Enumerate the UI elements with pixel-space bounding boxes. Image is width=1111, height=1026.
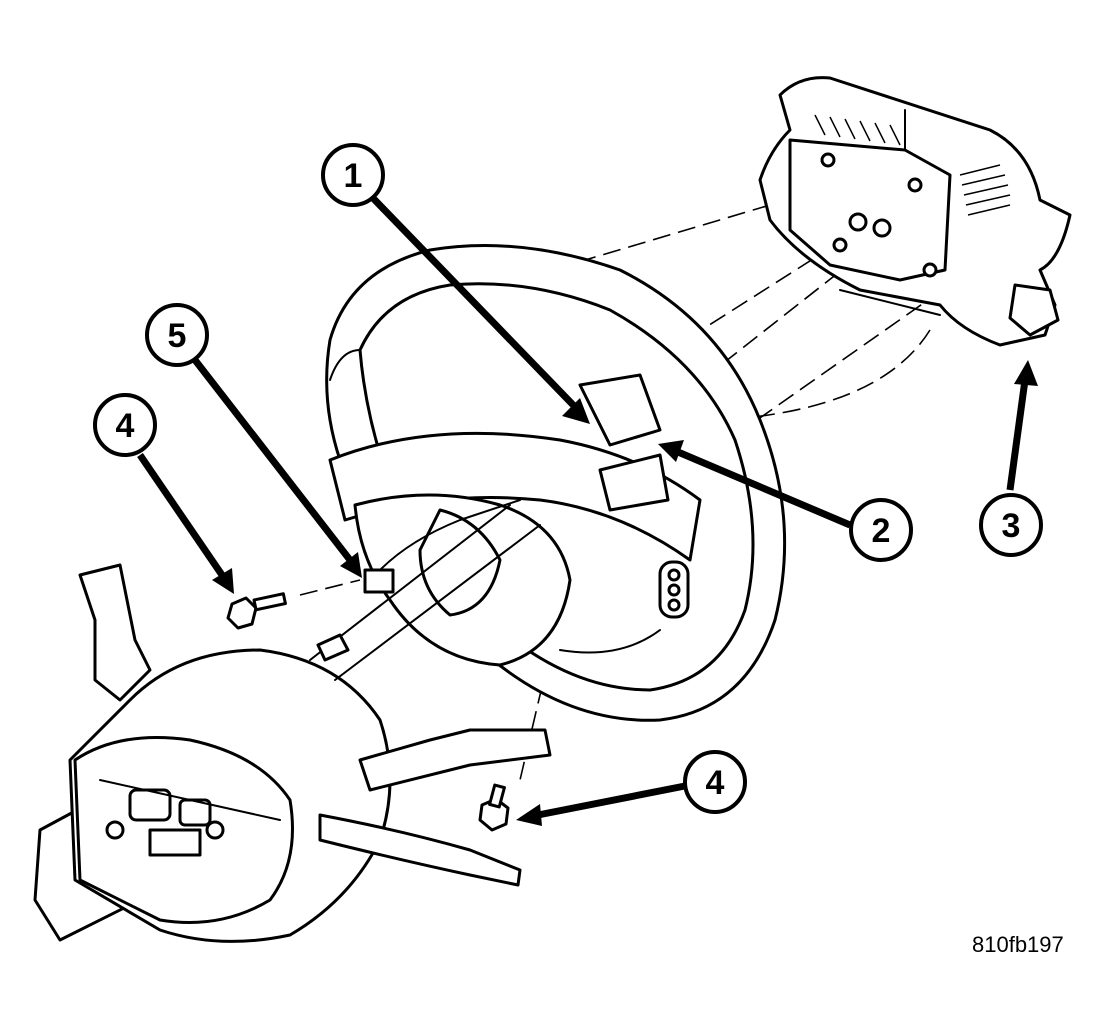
steering-column bbox=[33, 504, 552, 943]
column-mechanism-detail bbox=[99, 779, 281, 857]
callout-4-lower-label: 4 bbox=[706, 764, 725, 802]
bolt-lower bbox=[478, 783, 510, 832]
airbag-vent-hatching bbox=[814, 114, 1011, 216]
callout-1-label: 1 bbox=[344, 157, 363, 195]
callout-4-lower: 4 bbox=[683, 750, 747, 814]
callout-2: 2 bbox=[849, 498, 913, 562]
callout-1: 1 bbox=[321, 143, 385, 207]
callout-4-upper: 4 bbox=[93, 393, 157, 457]
leader-arrows bbox=[137, 192, 1038, 826]
steering-wheel bbox=[325, 244, 787, 722]
callout-3: 3 bbox=[979, 493, 1043, 557]
callout-2-label: 2 bbox=[872, 512, 891, 550]
callout-4-upper-label: 4 bbox=[116, 407, 135, 445]
callout-5-label: 5 bbox=[168, 317, 187, 355]
callout-3-label: 3 bbox=[1002, 507, 1021, 545]
airbag-module bbox=[758, 76, 1072, 347]
clockspring-connector bbox=[363, 499, 521, 594]
callout-5: 5 bbox=[145, 303, 209, 367]
figure-reference-id: 810fb197 bbox=[972, 932, 1064, 957]
bolt-upper bbox=[226, 592, 287, 630]
